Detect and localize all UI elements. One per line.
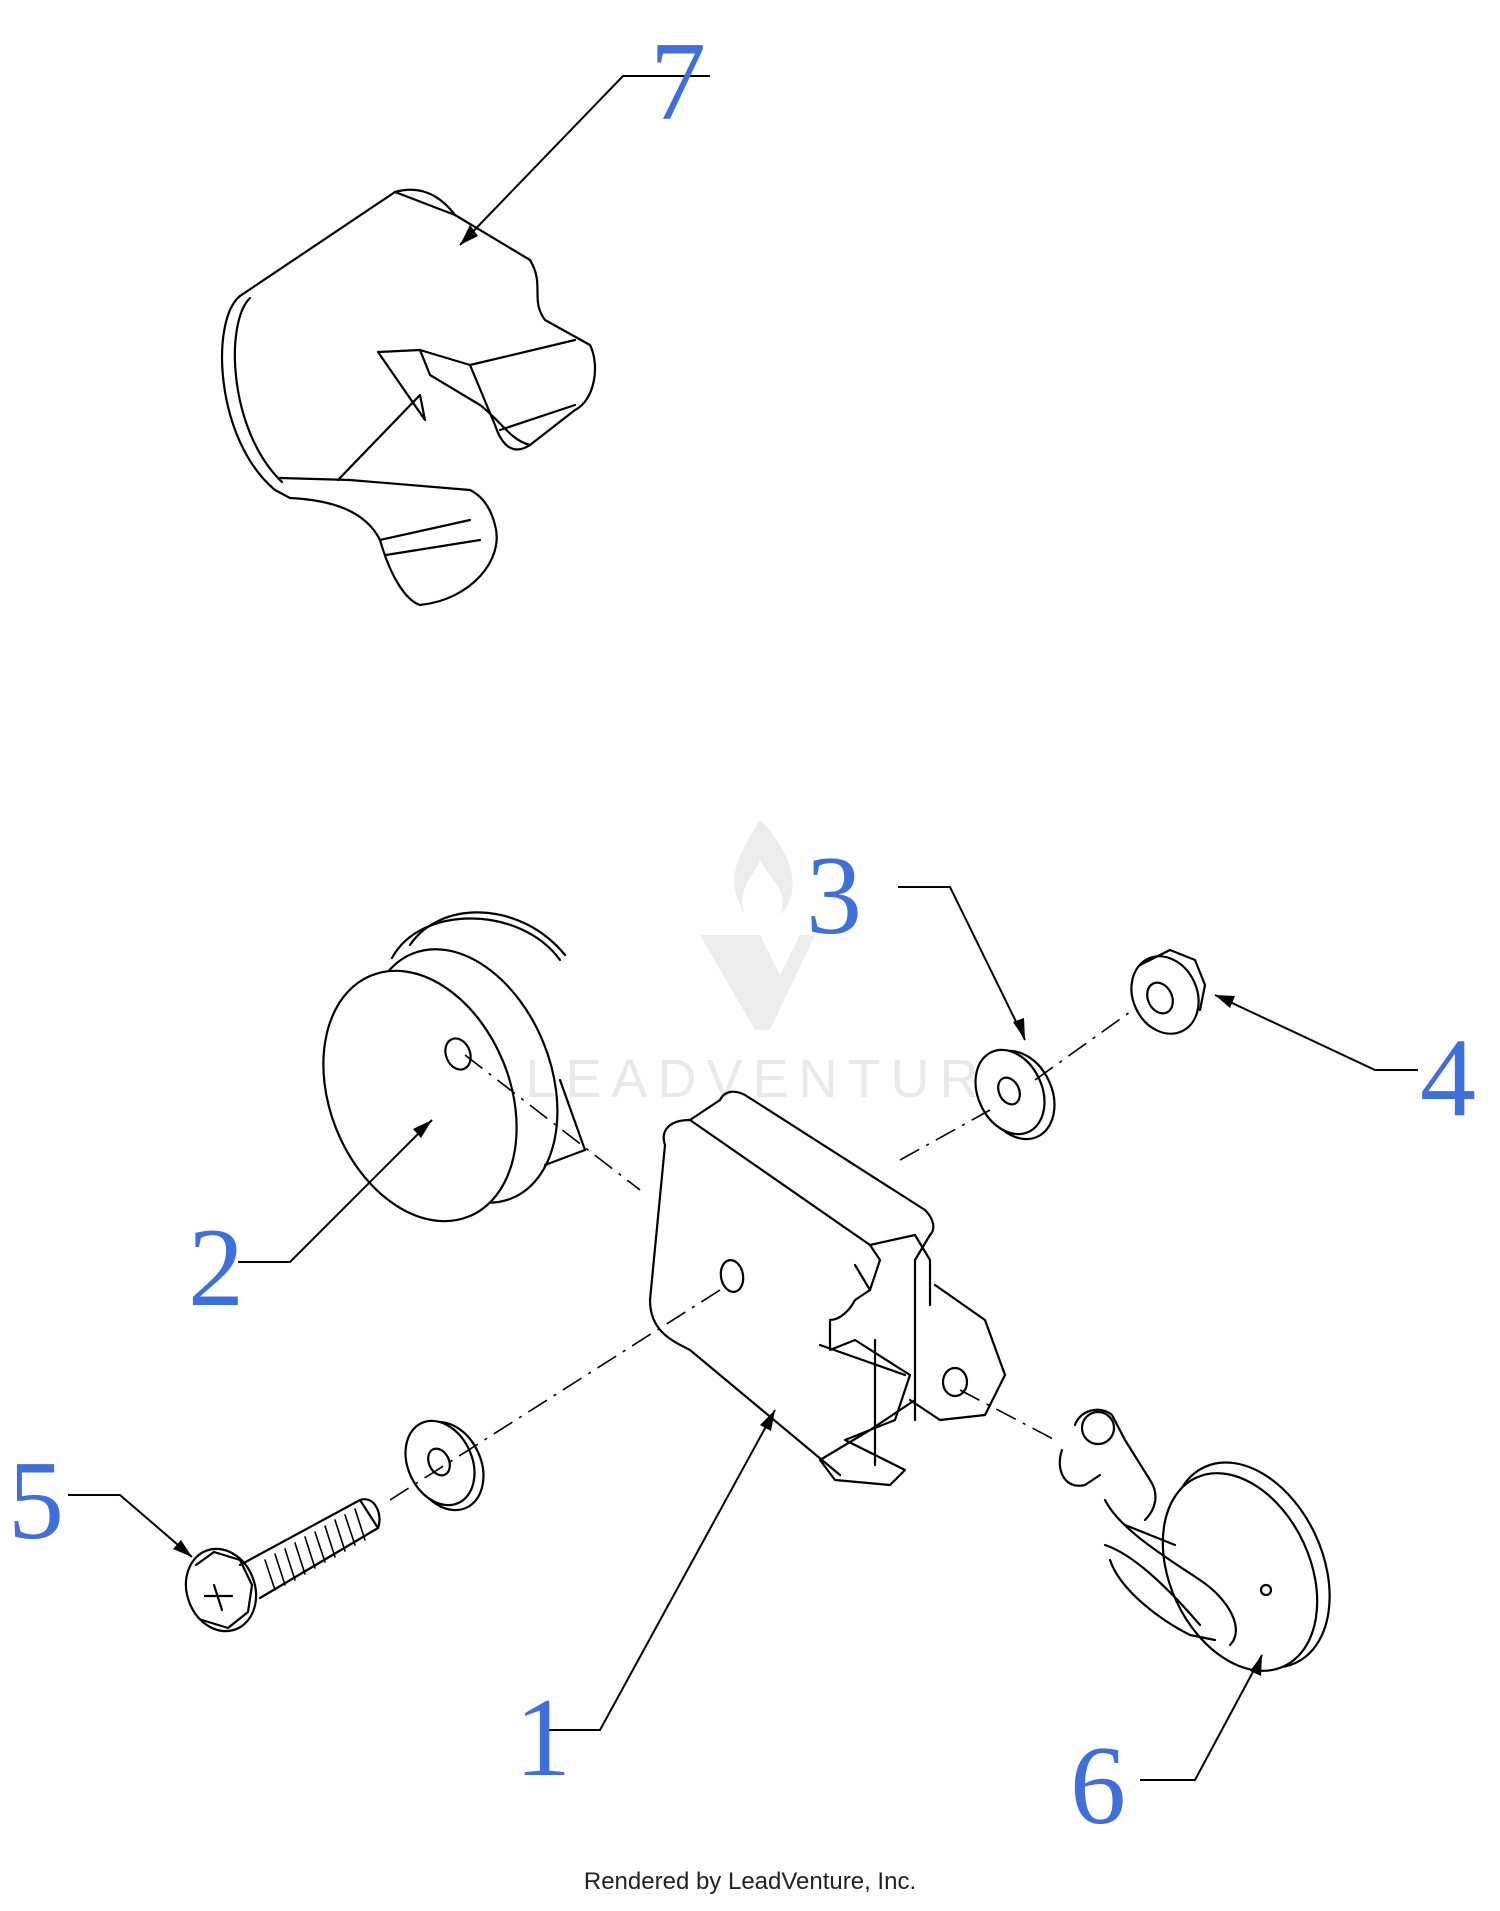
leader-3 xyxy=(898,886,1026,1041)
part-3-washer xyxy=(974,1048,1056,1141)
callout-4[interactable]: 4 xyxy=(1420,1016,1476,1140)
centerline-bolt-bracket xyxy=(389,1289,721,1501)
arrowhead-7 xyxy=(460,225,478,245)
part-2-pulley xyxy=(322,911,587,1223)
callout-2[interactable]: 2 xyxy=(188,1206,244,1330)
callout-1[interactable]: 1 xyxy=(515,1676,571,1800)
leader-5 xyxy=(68,1494,193,1558)
callout-6[interactable]: 6 xyxy=(1070,1724,1126,1848)
part-1-bracket xyxy=(648,1090,1007,1487)
arrowhead-6 xyxy=(1250,1655,1262,1676)
footer-credit: Rendered by LeadVenture, Inc. xyxy=(583,1868,917,1895)
leader-6 xyxy=(1140,1654,1263,1781)
arrowhead-3 xyxy=(1013,1018,1025,1040)
leader-4 xyxy=(1214,994,1418,1071)
arrowhead-5 xyxy=(173,1540,192,1557)
leader-2 xyxy=(238,1119,433,1263)
leader-7 xyxy=(459,75,710,246)
part-7-strap xyxy=(220,188,597,607)
callout-3[interactable]: 3 xyxy=(806,834,862,958)
centerline-washer-nut xyxy=(1034,1011,1131,1081)
part-6-hook xyxy=(1058,1408,1331,1672)
centerline-bracket-washer xyxy=(899,1109,991,1161)
centerline-bracket-hook xyxy=(959,1389,1056,1441)
part-4-nut xyxy=(1130,948,1207,1035)
washer-near-bolt xyxy=(404,1419,485,1512)
leader-1 xyxy=(548,1409,776,1731)
watermark-text: LEADVENTURE xyxy=(525,1049,1035,1109)
callout-7[interactable]: 7 xyxy=(650,20,706,144)
callout-5[interactable]: 5 xyxy=(8,1439,64,1563)
arrowhead-1 xyxy=(760,1410,775,1431)
arrowhead-4 xyxy=(1215,995,1235,1008)
arrowhead-2 xyxy=(413,1120,432,1138)
part-5-bolt xyxy=(184,1498,381,1633)
centerline-pulley-bracket xyxy=(464,1054,641,1191)
